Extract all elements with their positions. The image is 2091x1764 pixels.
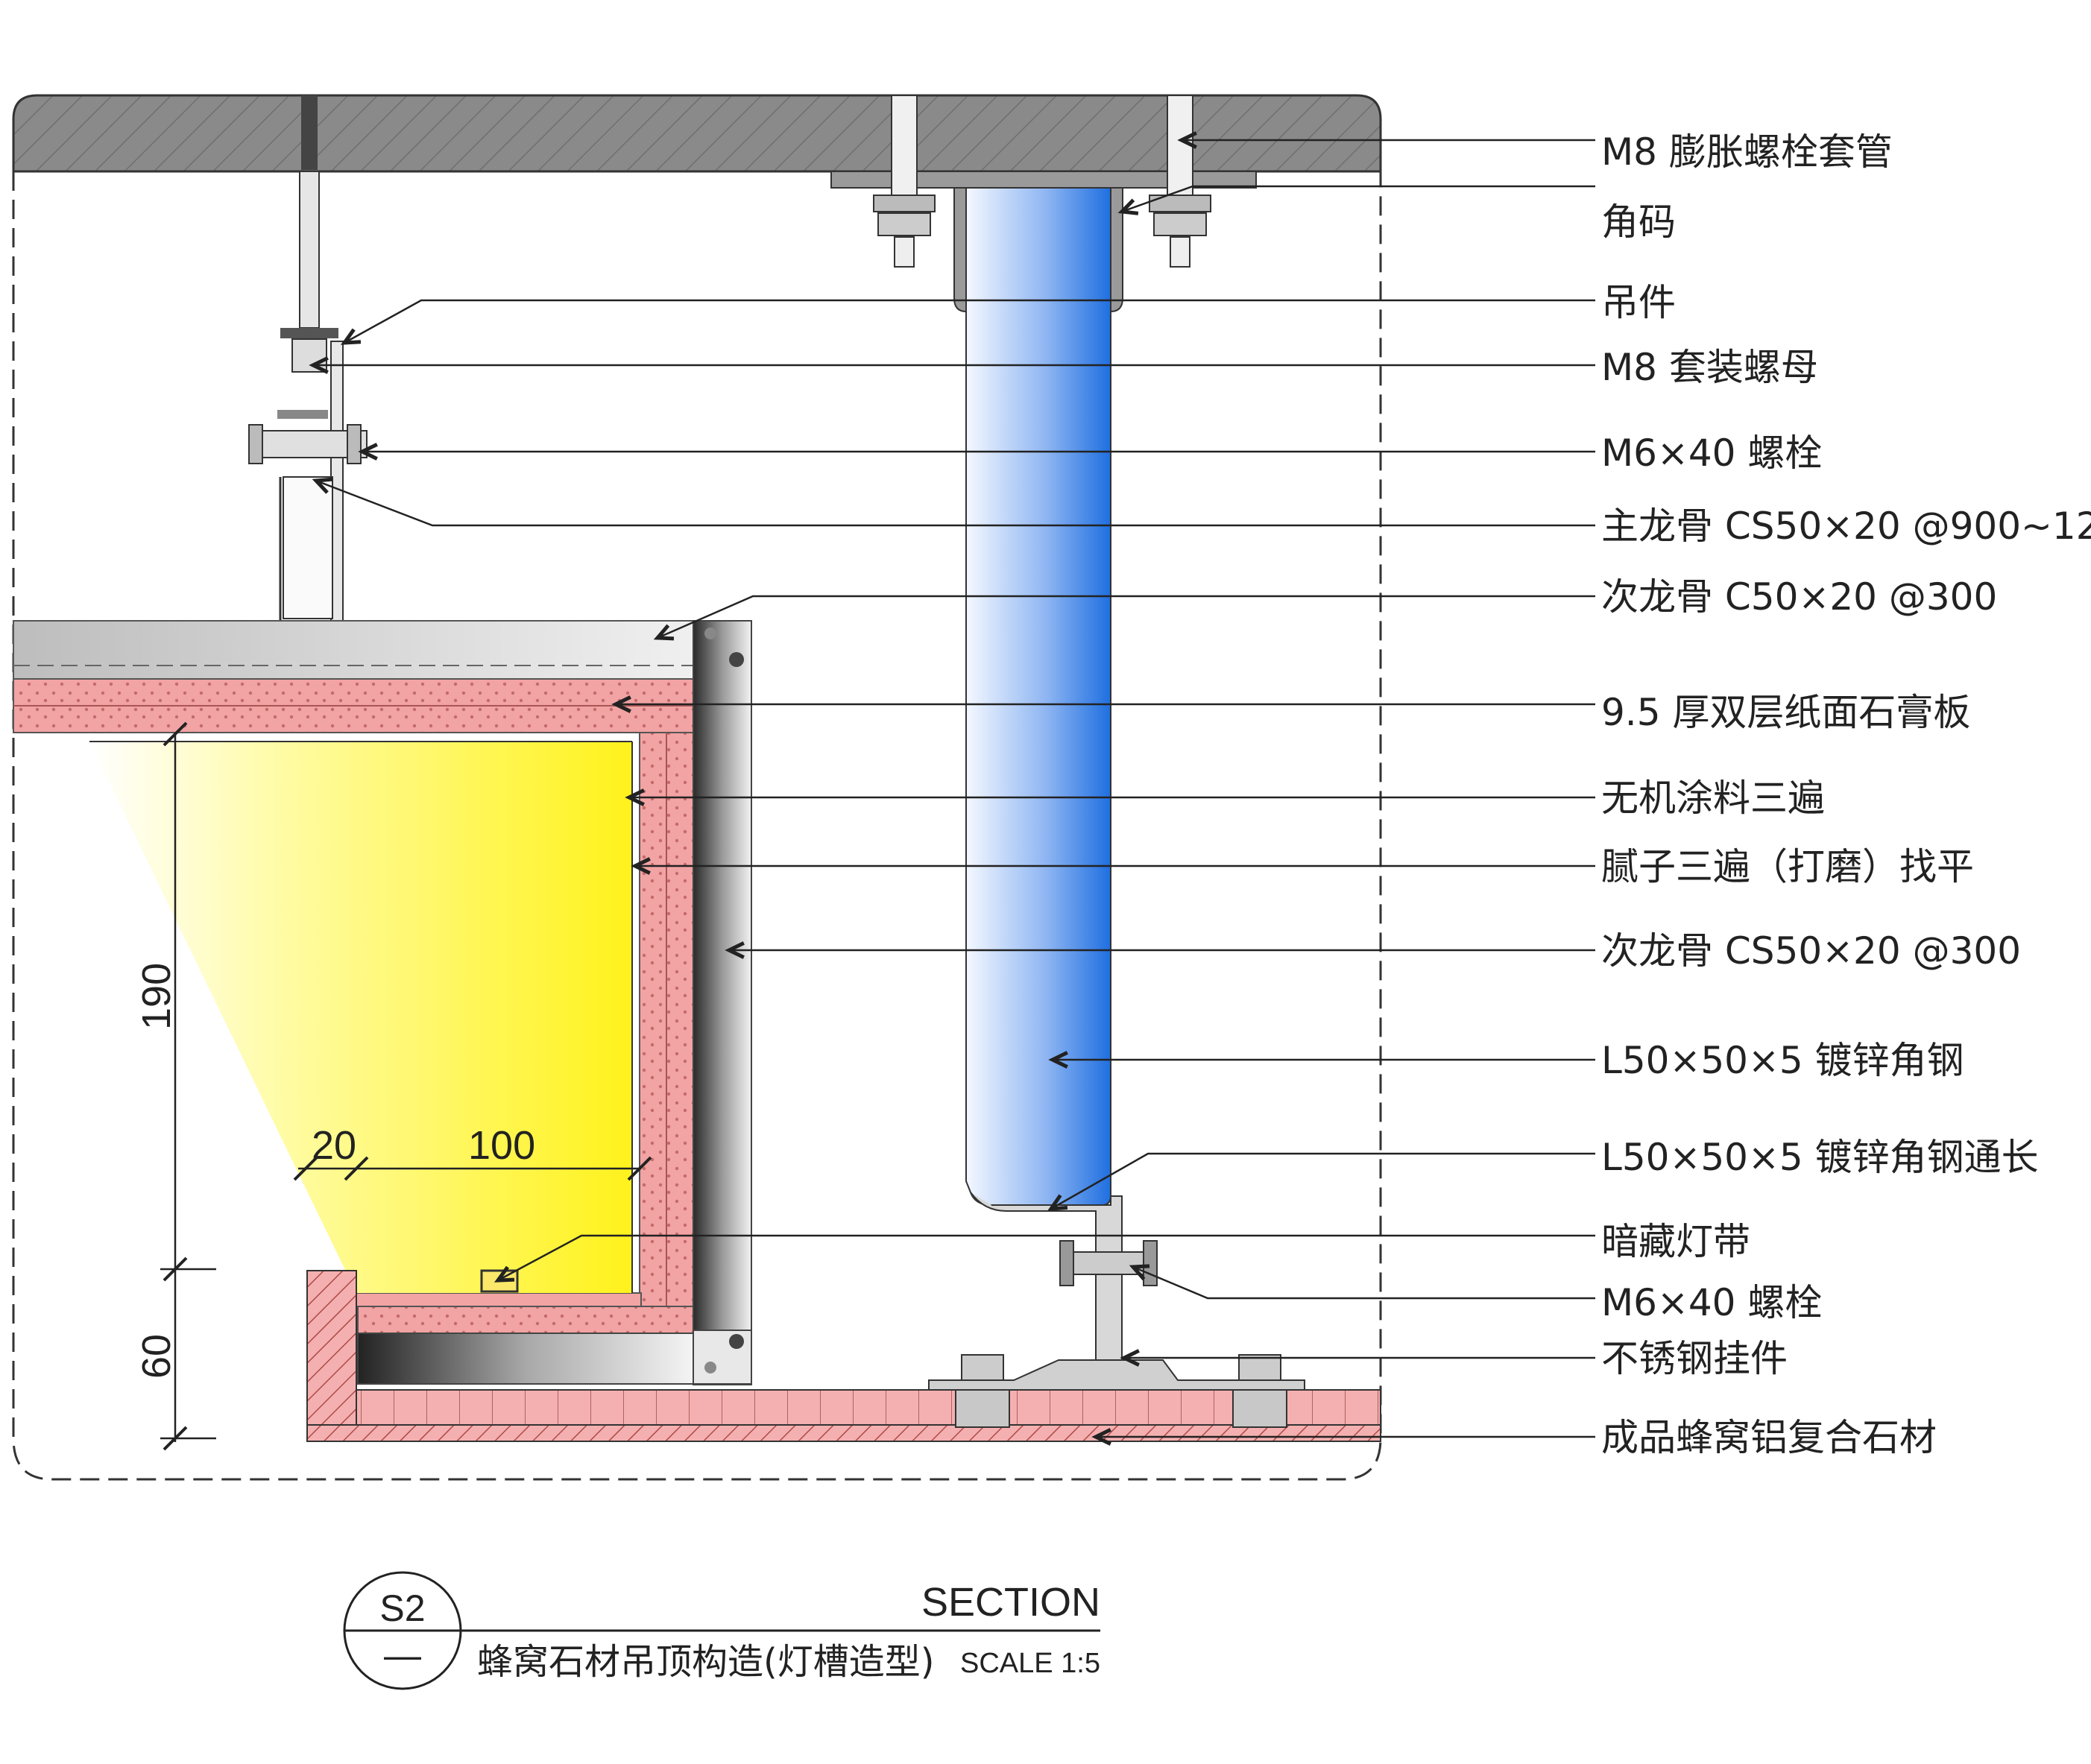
title-scale: SCALE 1:5 bbox=[960, 1648, 1100, 1679]
stainless-hanger bbox=[928, 1240, 1305, 1428]
leader-arrow bbox=[1177, 131, 1197, 149]
gypsum-board-bottom bbox=[357, 1306, 694, 1334]
leader-arrow bbox=[1047, 1194, 1068, 1211]
leader-arrow bbox=[1048, 1051, 1068, 1069]
callout-label: 腻子三遍（打磨）找平 bbox=[1601, 845, 1974, 888]
callout-label: 成品蜂窝铝复合石材 bbox=[1601, 1416, 1937, 1459]
expansion-anchor-right bbox=[1149, 95, 1211, 268]
callout-label: 吊件 bbox=[1601, 281, 1676, 324]
leader-arrow bbox=[725, 941, 745, 959]
title-section: SECTION bbox=[921, 1580, 1100, 1625]
leader-line bbox=[657, 595, 1595, 639]
suspension-rod bbox=[280, 95, 338, 373]
leader-line bbox=[1132, 1265, 1595, 1300]
leader-arrow bbox=[1117, 198, 1139, 215]
leader-arrow bbox=[1120, 1349, 1140, 1367]
callout-label: L50×50×5 镀锌角钢通长 bbox=[1601, 1136, 2039, 1179]
callout-label: M6×40 螺栓 bbox=[1601, 1281, 1822, 1324]
concrete-slab bbox=[12, 94, 1382, 173]
expansion-anchor-left bbox=[873, 95, 936, 268]
leader-line bbox=[315, 479, 1595, 527]
leader-arrow bbox=[625, 788, 645, 806]
callout-label: 主龙骨 CS50×20 @900~1200 bbox=[1601, 505, 2091, 548]
leader-arrow bbox=[312, 477, 333, 494]
title-name: 蜂窝石材吊顶构造(灯槽造型) bbox=[477, 1641, 934, 1683]
callout-label: M6×40 螺栓 bbox=[1601, 431, 1822, 475]
leader-arrow bbox=[340, 328, 362, 345]
leader-line bbox=[1050, 1152, 1595, 1210]
callout-label: 次龙骨 C50×20 @300 bbox=[1601, 575, 1997, 619]
light-beam bbox=[89, 742, 632, 1293]
angle-bracket bbox=[830, 171, 1257, 313]
dim-60: 60 bbox=[134, 1334, 179, 1379]
dim-100: 100 bbox=[468, 1123, 535, 1168]
leader-arrow bbox=[1091, 1428, 1111, 1446]
dimension-lines bbox=[160, 721, 652, 1451]
title-ref-id: S2 bbox=[379, 1587, 425, 1629]
leader-arrow bbox=[631, 857, 651, 875]
leader-line bbox=[497, 1234, 1595, 1282]
callout-label: M8 膨胀螺栓套管 bbox=[1601, 130, 1893, 174]
callout-label: L50×50×5 镀锌角钢 bbox=[1601, 1039, 1964, 1082]
title-ref-sheet: — bbox=[384, 1634, 421, 1676]
callout-label: 无机涂料三遍 bbox=[1601, 777, 1825, 820]
title-block bbox=[343, 1571, 1100, 1690]
callout-label: 角码 bbox=[1601, 200, 1676, 244]
leader-arrow bbox=[1129, 1264, 1150, 1281]
leader-arrow bbox=[358, 443, 378, 461]
leader-arrow bbox=[653, 624, 675, 641]
leader-line bbox=[1121, 185, 1595, 213]
main-runner bbox=[13, 620, 752, 680]
callout-label: 不锈钢挂件 bbox=[1601, 1337, 1788, 1380]
callout-leaders bbox=[309, 131, 1595, 1446]
secondary-runner-vertical bbox=[693, 620, 752, 1385]
detail-boundary bbox=[12, 171, 1382, 1481]
leader-arrow bbox=[611, 695, 631, 713]
hanger-clip bbox=[248, 341, 368, 626]
callout-label: 次龙骨 CS50×20 @300 bbox=[1601, 929, 2021, 973]
dim-20: 20 bbox=[312, 1123, 356, 1168]
callout-label: M8 套装螺母 bbox=[1601, 346, 1818, 389]
leader-arrow bbox=[493, 1265, 515, 1283]
leader-arrow bbox=[309, 356, 329, 374]
callout-label: 9.5 厚双层纸面石膏板 bbox=[1601, 691, 1970, 734]
callout-label: 暗藏灯带 bbox=[1601, 1220, 1750, 1263]
dim-190: 190 bbox=[134, 963, 179, 1030]
angle-steel bbox=[965, 172, 1123, 1376]
leader-line bbox=[344, 299, 1595, 344]
